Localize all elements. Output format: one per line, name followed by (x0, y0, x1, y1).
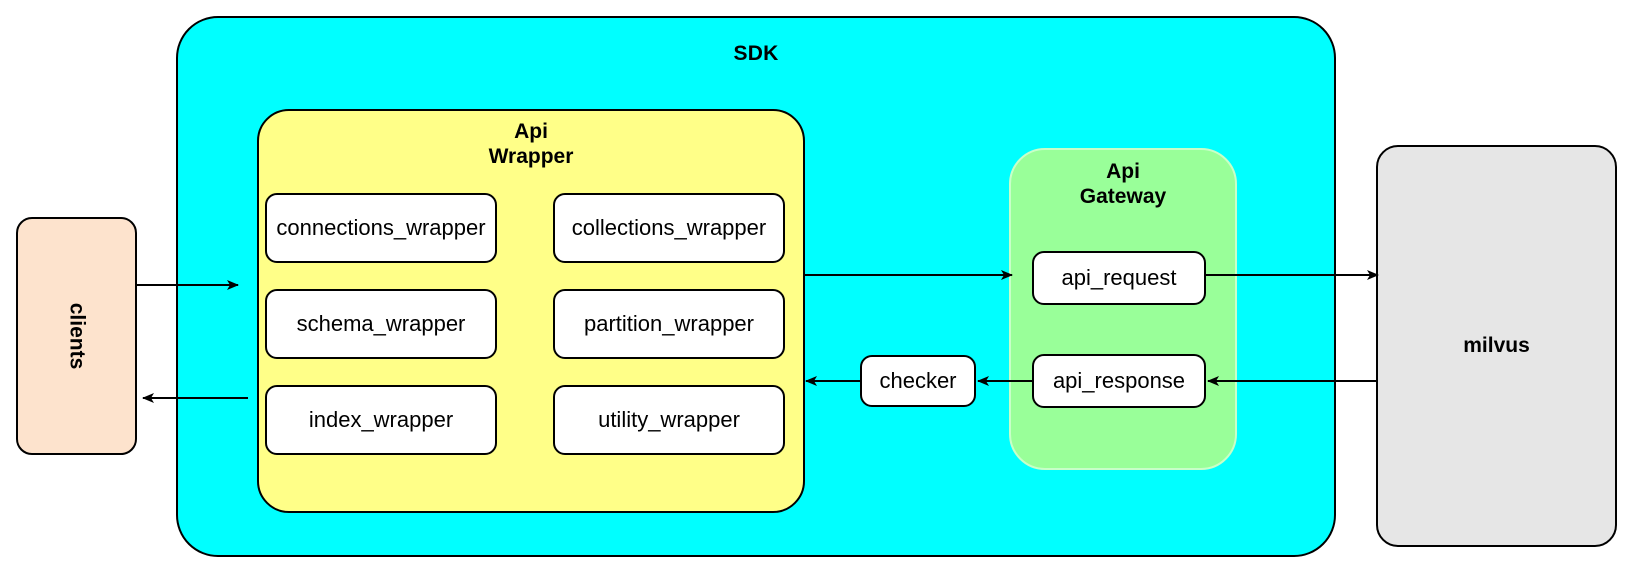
node-schema-wrapper[interactable]: schema_wrapper (265, 289, 497, 359)
node-label: connections_wrapper (276, 214, 486, 240)
node-connections-wrapper[interactable]: connections_wrapper (265, 193, 497, 263)
api-wrapper-label: Api Wrapper (488, 120, 574, 168)
node-label: checker (879, 368, 957, 393)
sdk-label: SDK (733, 42, 779, 65)
node-label: utility_wrapper (598, 406, 740, 432)
node-api-request[interactable]: api_request (1032, 251, 1206, 305)
node-collections-wrapper[interactable]: collections_wrapper (553, 193, 785, 263)
node-label: api_response (1052, 367, 1186, 393)
node-label: partition_wrapper (584, 310, 754, 336)
node-checker[interactable]: checker (860, 355, 976, 407)
node-api-response[interactable]: api_response (1032, 354, 1206, 408)
api-gateway-container[interactable]: Api Gateway (1009, 148, 1237, 470)
node-utility-wrapper[interactable]: utility_wrapper (553, 385, 785, 455)
node-clients[interactable]: clients (16, 217, 137, 455)
milvus-label: milvus (1463, 334, 1530, 357)
node-label: index_wrapper (308, 406, 454, 432)
node-index-wrapper[interactable]: index_wrapper (265, 385, 497, 455)
node-label: schema_wrapper (296, 310, 466, 336)
api-gateway-label: Api Gateway (1079, 160, 1167, 208)
node-label: collections_wrapper (571, 214, 767, 240)
node-milvus[interactable]: milvus (1376, 145, 1617, 547)
node-partition-wrapper[interactable]: partition_wrapper (553, 289, 785, 359)
node-label: api_request (1061, 264, 1177, 290)
clients-label: clients (65, 302, 89, 370)
